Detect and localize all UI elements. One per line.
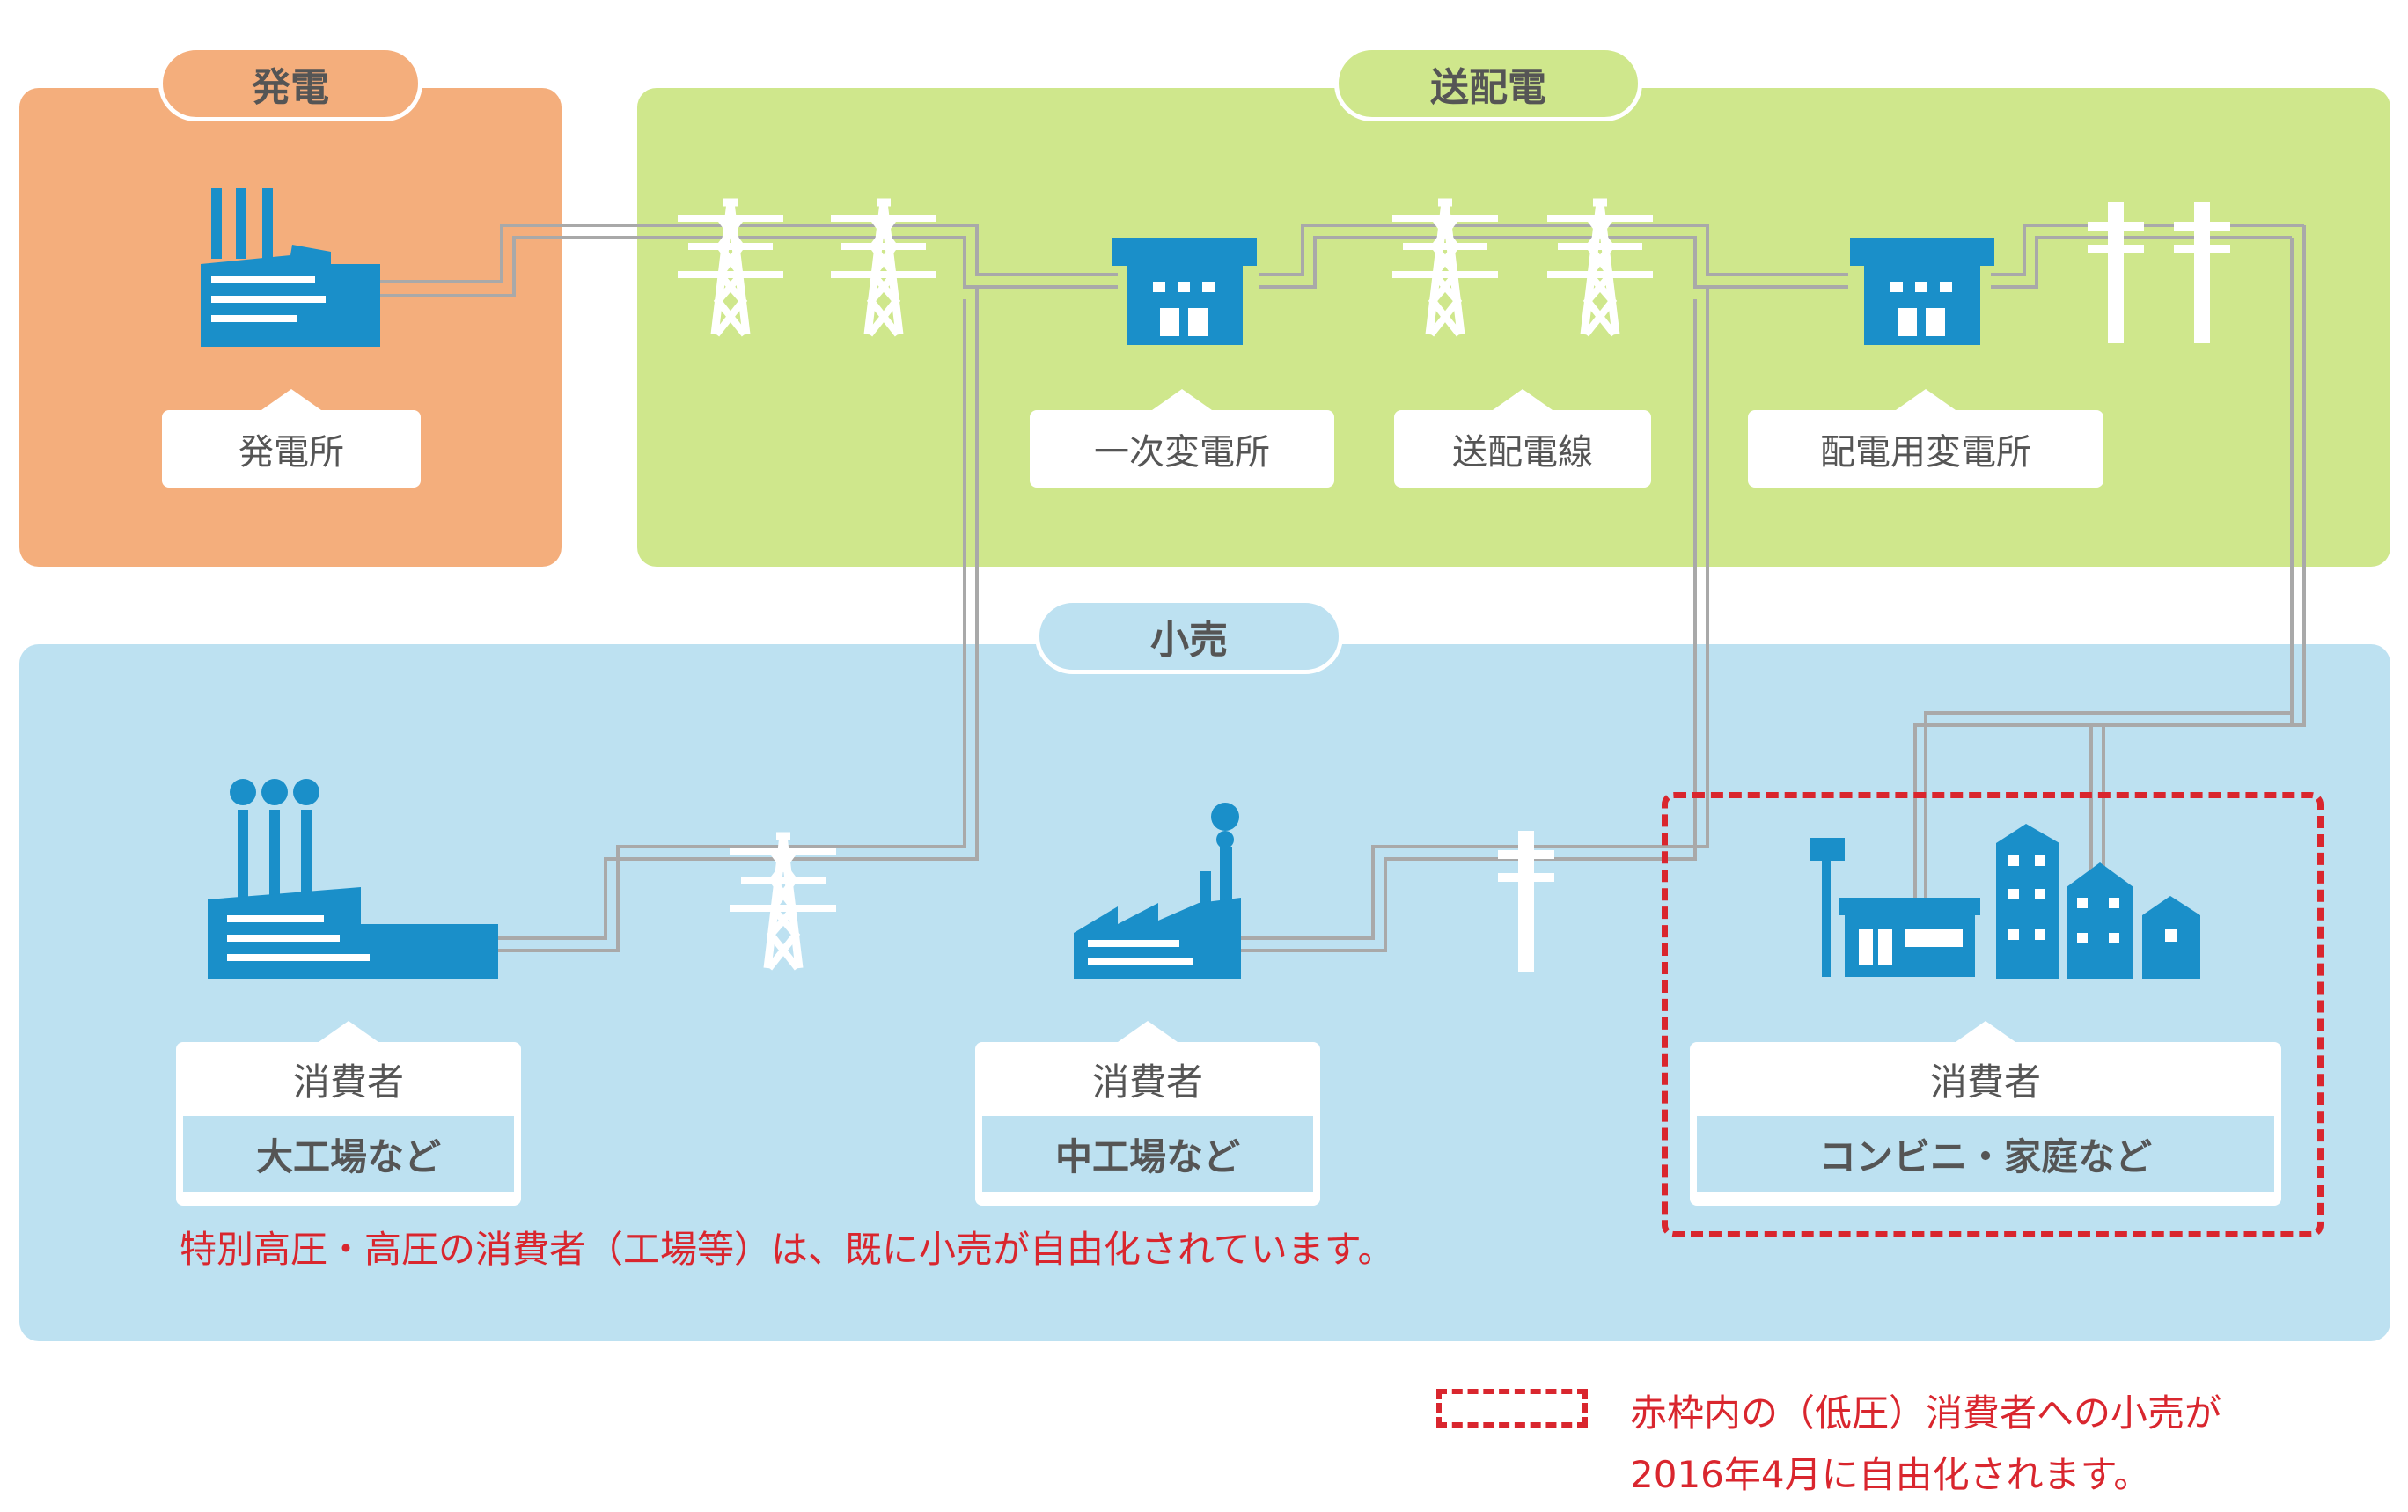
utility-pole-icon xyxy=(2174,202,2230,343)
consumer-title: 消費者 xyxy=(1929,1060,2041,1104)
consumer-type: 大工場など xyxy=(183,1116,514,1192)
transmission-lines-label: 送配電線 xyxy=(1394,389,1651,488)
power-plant-label: 発電所 xyxy=(162,389,421,488)
consumer-card-large-factory: 消費者 大工場など xyxy=(176,1021,521,1206)
utility-pole-icon xyxy=(2088,202,2144,343)
legend-text-line2: 2016年4月に自由化されます。 xyxy=(1630,1453,2151,1496)
legend-text-line1: 赤枠内の（低圧）消費者への小売が xyxy=(1630,1391,2222,1435)
large-factory-icon xyxy=(208,779,498,979)
house-icon xyxy=(2142,896,2200,979)
high-voltage-note: 特別高圧・高圧の消費者（工場等）は、既に小売が自由化されています。 xyxy=(180,1228,1395,1271)
consumer-title: 消費者 xyxy=(1091,1060,1203,1104)
legend-dashed-box-icon xyxy=(1436,1389,1588,1428)
substation-icon xyxy=(1112,238,1257,345)
transmission-tower-icon xyxy=(831,202,936,334)
consumer-card-medium-factory: 消費者 中工場など xyxy=(975,1021,1320,1206)
medium-factory-icon xyxy=(1074,803,1241,979)
apartment-building-icon xyxy=(1996,824,2059,979)
consumer-type: 中工場など xyxy=(982,1116,1313,1192)
transmission-tower-icon xyxy=(678,202,783,334)
transmission-section-title: 送配電 xyxy=(1334,46,1642,121)
substation-icon xyxy=(1850,238,1994,345)
primary-substation-label: 一次変電所 xyxy=(1030,389,1334,488)
retail-section-title: 小売 xyxy=(1035,598,1343,674)
distribution-substation-label: 配電用変電所 xyxy=(1748,389,2103,488)
house-icon xyxy=(2067,862,2133,979)
consumer-type: コンビニ・家庭など xyxy=(1697,1116,2274,1192)
transmission-tower-icon xyxy=(1392,202,1498,334)
transmission-tower-icon xyxy=(730,836,836,968)
transmission-tower-icon xyxy=(1547,202,1653,334)
liberalization-highlight-box xyxy=(1662,792,2324,1237)
consumer-card-home-store: 消費者 コンビニ・家庭など xyxy=(1690,1021,2281,1206)
wire-group xyxy=(380,224,2306,952)
consumer-title: 消費者 xyxy=(292,1060,404,1104)
power-plant-icon xyxy=(201,188,380,347)
convenience-store-icon xyxy=(1810,838,1980,977)
utility-pole-icon xyxy=(1498,831,1554,972)
retail-panel xyxy=(19,644,2390,1341)
generation-section-title: 発電 xyxy=(158,46,422,121)
